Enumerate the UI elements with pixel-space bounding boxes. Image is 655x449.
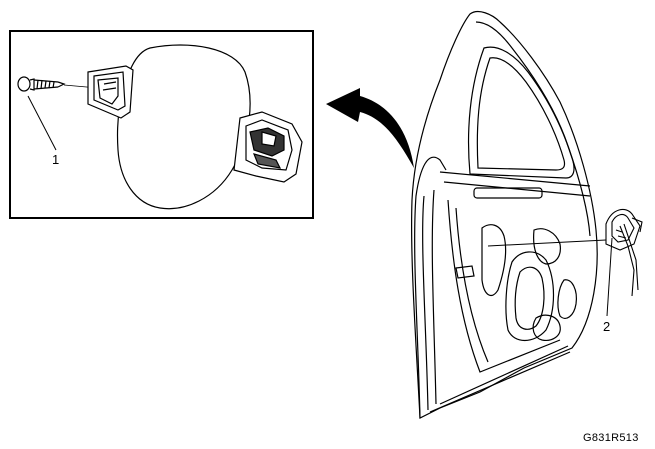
handle-latch-mechanism xyxy=(233,111,303,183)
handle-on-door xyxy=(605,208,643,297)
figure-id: G831R513 xyxy=(583,432,639,444)
callout-label-1: 1 xyxy=(52,152,60,167)
detail-arrow xyxy=(326,88,414,168)
callout-label-2: 2 xyxy=(603,319,611,334)
leader-line-handle xyxy=(487,239,607,247)
leader-line-2 xyxy=(606,237,613,317)
detail-inset-frame xyxy=(9,30,314,219)
bolt xyxy=(17,76,99,92)
leader-line-1 xyxy=(27,95,57,151)
door-shell xyxy=(411,10,598,419)
handle-front-bracket xyxy=(87,65,134,119)
outside-handle xyxy=(116,44,251,210)
